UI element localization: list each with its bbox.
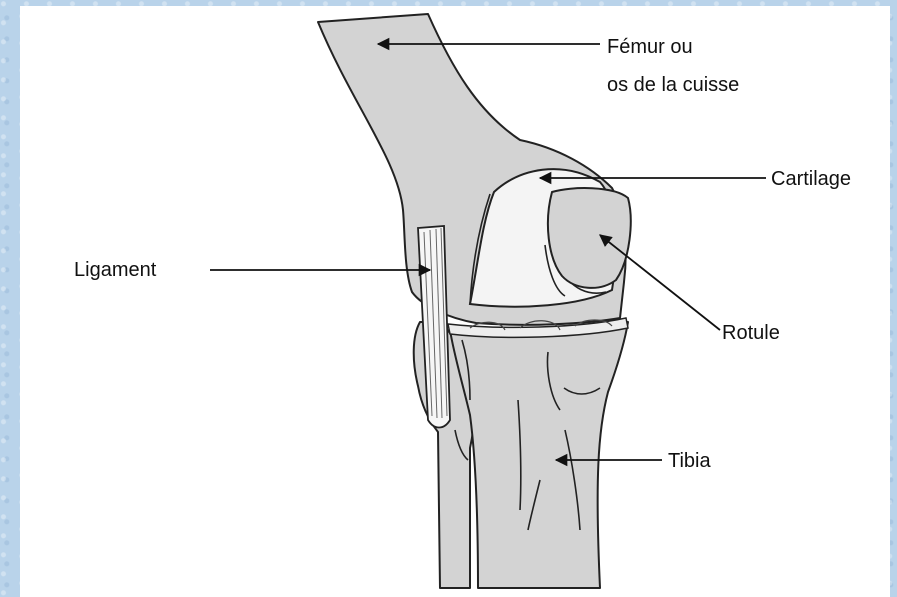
cartilage-label: Cartilage [771,166,851,192]
tibia-shape [450,322,628,588]
patella-shape [548,188,631,288]
femur-label-line1: Fémur ou [607,34,693,60]
femur-label-line2: os de la cuisse [607,72,739,98]
tibia-label: Tibia [668,448,711,474]
ligament-label: Ligament [74,257,156,283]
rotule-label: Rotule [722,320,780,346]
